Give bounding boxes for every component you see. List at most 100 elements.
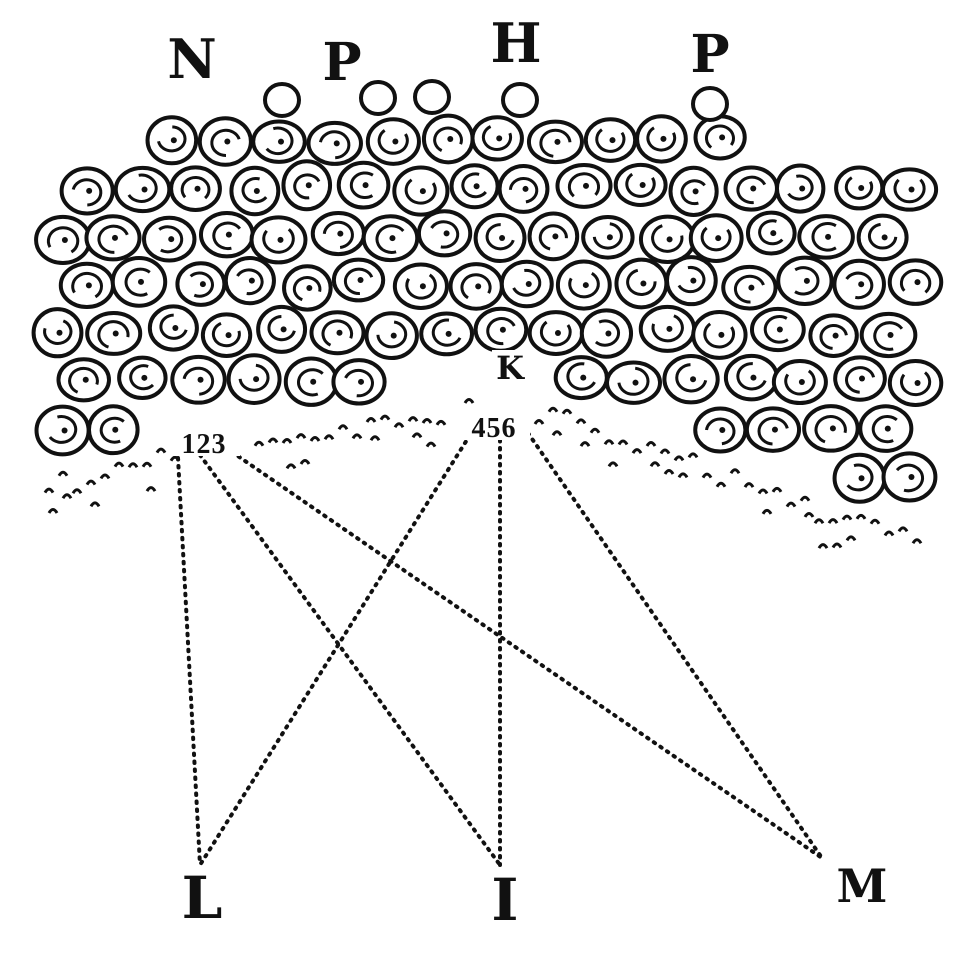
label-p-left: P <box>322 32 361 93</box>
globule <box>86 404 140 456</box>
drop <box>799 495 811 502</box>
globule <box>832 258 886 310</box>
label-k: K <box>496 349 525 387</box>
globule <box>497 163 550 214</box>
globule <box>744 406 802 453</box>
drop <box>89 501 101 508</box>
drop <box>645 441 657 447</box>
drop <box>743 482 755 488</box>
globule <box>229 165 281 217</box>
globule <box>579 308 634 359</box>
globule <box>34 214 92 266</box>
label-m: M <box>837 859 888 913</box>
globule <box>449 163 500 210</box>
drop <box>841 514 853 521</box>
drop <box>883 530 895 537</box>
globule <box>470 115 524 162</box>
globule <box>858 404 914 453</box>
globule <box>553 355 609 401</box>
drop <box>631 448 643 454</box>
drop <box>897 526 909 533</box>
globule <box>605 360 662 405</box>
drop <box>141 461 153 468</box>
globule <box>473 306 529 353</box>
globule <box>251 119 307 164</box>
drop <box>281 438 293 444</box>
drop <box>351 433 363 440</box>
globule <box>197 116 253 167</box>
globule <box>776 255 834 307</box>
point-numbers-456: 456 <box>472 413 517 444</box>
globule <box>364 311 419 360</box>
globule <box>638 304 697 353</box>
globule <box>693 406 748 454</box>
globule <box>887 358 944 407</box>
globule <box>473 213 527 264</box>
globule <box>448 262 504 311</box>
drop <box>127 462 139 469</box>
drop <box>845 535 857 542</box>
globule <box>635 114 688 164</box>
globule <box>723 353 780 402</box>
drop <box>369 435 381 442</box>
globule <box>416 209 473 258</box>
globule <box>664 255 718 307</box>
globule <box>147 304 199 352</box>
globule <box>527 310 585 356</box>
globule <box>662 354 720 405</box>
globule <box>808 313 859 358</box>
globule <box>85 310 143 356</box>
globule <box>113 165 172 214</box>
globule <box>142 215 197 263</box>
globule <box>175 261 227 307</box>
globule <box>421 113 475 165</box>
drop <box>607 461 619 468</box>
drop <box>911 538 923 545</box>
drop <box>379 414 391 421</box>
label-h: H <box>490 11 541 75</box>
drop <box>435 419 447 426</box>
globule <box>723 165 779 212</box>
globule <box>613 162 668 207</box>
ray-6-to-M <box>526 431 824 860</box>
globule <box>306 120 363 166</box>
globule-mass <box>31 79 944 504</box>
globule <box>887 258 944 306</box>
globule <box>31 307 84 359</box>
drop <box>285 463 297 470</box>
ray-3-to-M <box>230 450 824 860</box>
globule <box>58 261 115 309</box>
drop <box>299 459 311 465</box>
globule <box>59 166 115 216</box>
drop <box>687 452 699 459</box>
drop <box>463 398 475 404</box>
globule <box>691 86 729 122</box>
ray-lines <box>176 431 824 867</box>
drop <box>575 418 587 425</box>
label-k-backdrop <box>492 350 528 384</box>
globule <box>56 357 111 403</box>
drop <box>71 488 83 495</box>
globule <box>419 311 475 357</box>
globule <box>413 79 451 115</box>
label-n: N <box>167 27 216 91</box>
drop <box>425 441 437 448</box>
drop <box>817 543 829 549</box>
drop <box>869 518 881 525</box>
drop <box>701 472 713 479</box>
drop <box>295 433 307 439</box>
globule <box>309 310 366 356</box>
globule <box>581 214 635 260</box>
globule <box>359 80 397 116</box>
globule <box>198 210 255 259</box>
drop <box>603 439 615 446</box>
globule <box>282 264 333 312</box>
drop <box>803 511 815 518</box>
drop <box>617 439 629 446</box>
point-numbers-123: 123 <box>182 429 227 460</box>
globule <box>331 358 387 406</box>
drop <box>551 430 563 437</box>
ray-2-to-I <box>198 453 502 867</box>
drop <box>659 448 671 455</box>
